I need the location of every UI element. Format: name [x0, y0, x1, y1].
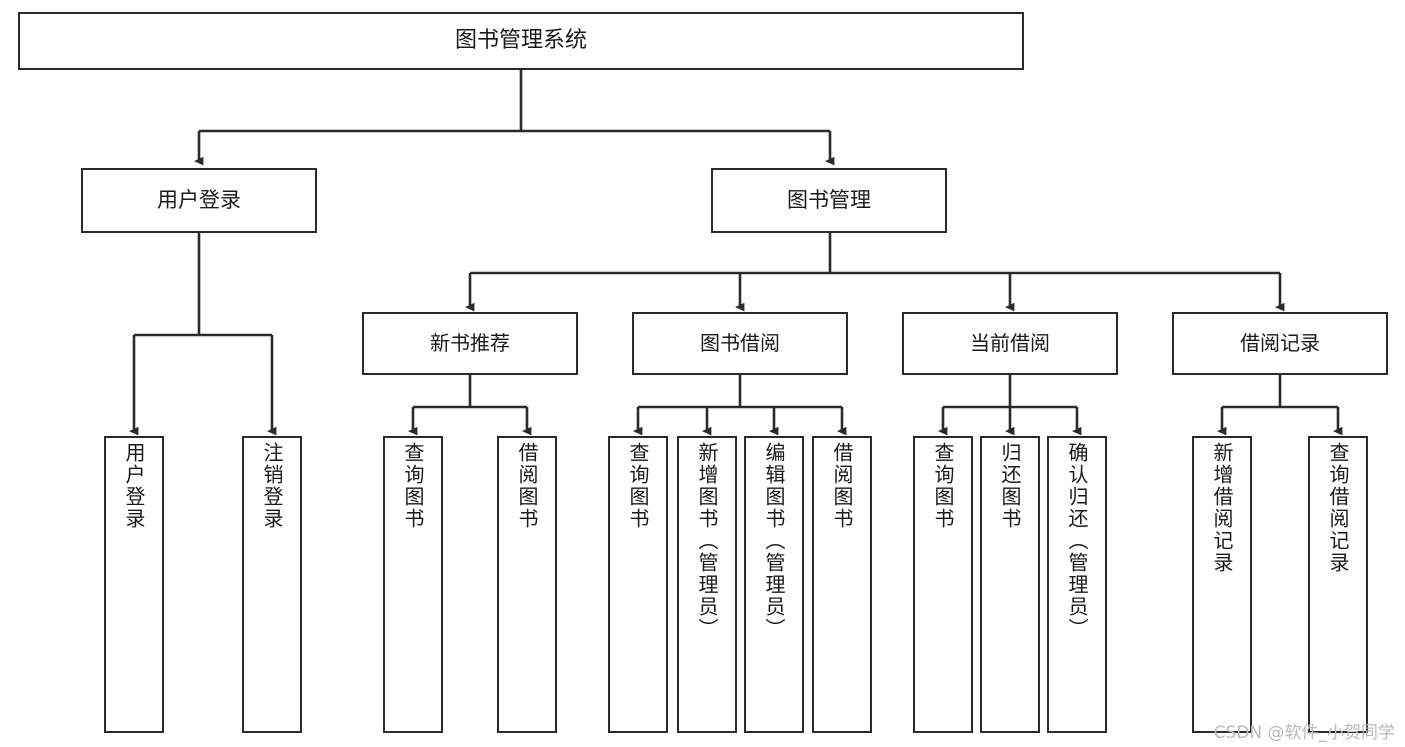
node-root[interactable]: 图书管理系统: [18, 12, 1024, 70]
node-leaf-query-record[interactable]: 查询借阅记录: [1308, 436, 1368, 733]
node-new-book-rec-label: 新书推荐: [430, 330, 510, 355]
node-leaf-query-book-3-label: 查询图书: [931, 442, 955, 530]
node-leaf-add-book[interactable]: 新增图书（管理员）: [677, 436, 737, 733]
node-leaf-user-login[interactable]: 用户登录: [104, 436, 164, 733]
node-leaf-edit-book-label: 编辑图书（管理员）: [762, 442, 786, 640]
node-new-book-rec[interactable]: 新书推荐: [362, 312, 578, 375]
node-leaf-add-record-label: 新增借阅记录: [1210, 442, 1234, 574]
node-leaf-query-record-label: 查询借阅记录: [1326, 442, 1350, 574]
node-leaf-borrow-book-1-label: 借阅图书: [515, 442, 539, 530]
node-leaf-borrow-book-2[interactable]: 借阅图书: [812, 436, 872, 733]
node-current-borrow[interactable]: 当前借阅: [902, 312, 1118, 375]
node-leaf-edit-book[interactable]: 编辑图书（管理员）: [744, 436, 804, 733]
node-leaf-borrow-book-2-label: 借阅图书: [830, 442, 854, 530]
node-leaf-confirm-return[interactable]: 确认归还（管理员）: [1047, 436, 1107, 733]
node-leaf-query-book-1[interactable]: 查询图书: [383, 436, 443, 733]
node-user-login-label: 用户登录: [157, 188, 241, 213]
node-borrow-record-label: 借阅记录: [1240, 330, 1320, 355]
node-book-borrow[interactable]: 图书借阅: [632, 312, 848, 375]
node-leaf-add-record[interactable]: 新增借阅记录: [1192, 436, 1252, 733]
node-root-label: 图书管理系统: [454, 28, 587, 54]
watermark-text: CSDN @软件_小贺同学: [1213, 723, 1395, 743]
node-book-manage[interactable]: 图书管理: [711, 168, 947, 233]
node-leaf-query-book-2-label: 查询图书: [626, 442, 650, 530]
node-book-borrow-label: 图书借阅: [700, 330, 780, 355]
node-leaf-confirm-return-label: 确认归还（管理员）: [1065, 442, 1089, 640]
node-leaf-query-book-1-label: 查询图书: [401, 442, 425, 530]
node-leaf-query-book-2[interactable]: 查询图书: [608, 436, 668, 733]
node-leaf-user-login-label: 用户登录: [122, 442, 146, 530]
node-leaf-return-book[interactable]: 归还图书: [980, 436, 1040, 733]
node-leaf-add-book-label: 新增图书（管理员）: [695, 442, 719, 640]
node-leaf-borrow-book-1[interactable]: 借阅图书: [497, 436, 557, 733]
node-user-login[interactable]: 用户登录: [81, 168, 317, 233]
node-leaf-logout-label: 注销登录: [260, 442, 284, 530]
node-leaf-query-book-3[interactable]: 查询图书: [913, 436, 973, 733]
node-book-manage-label: 图书管理: [787, 188, 871, 213]
node-leaf-logout[interactable]: 注销登录: [242, 436, 302, 733]
node-current-borrow-label: 当前借阅: [970, 330, 1050, 355]
node-borrow-record[interactable]: 借阅记录: [1172, 312, 1388, 375]
node-leaf-return-book-label: 归还图书: [998, 442, 1022, 530]
